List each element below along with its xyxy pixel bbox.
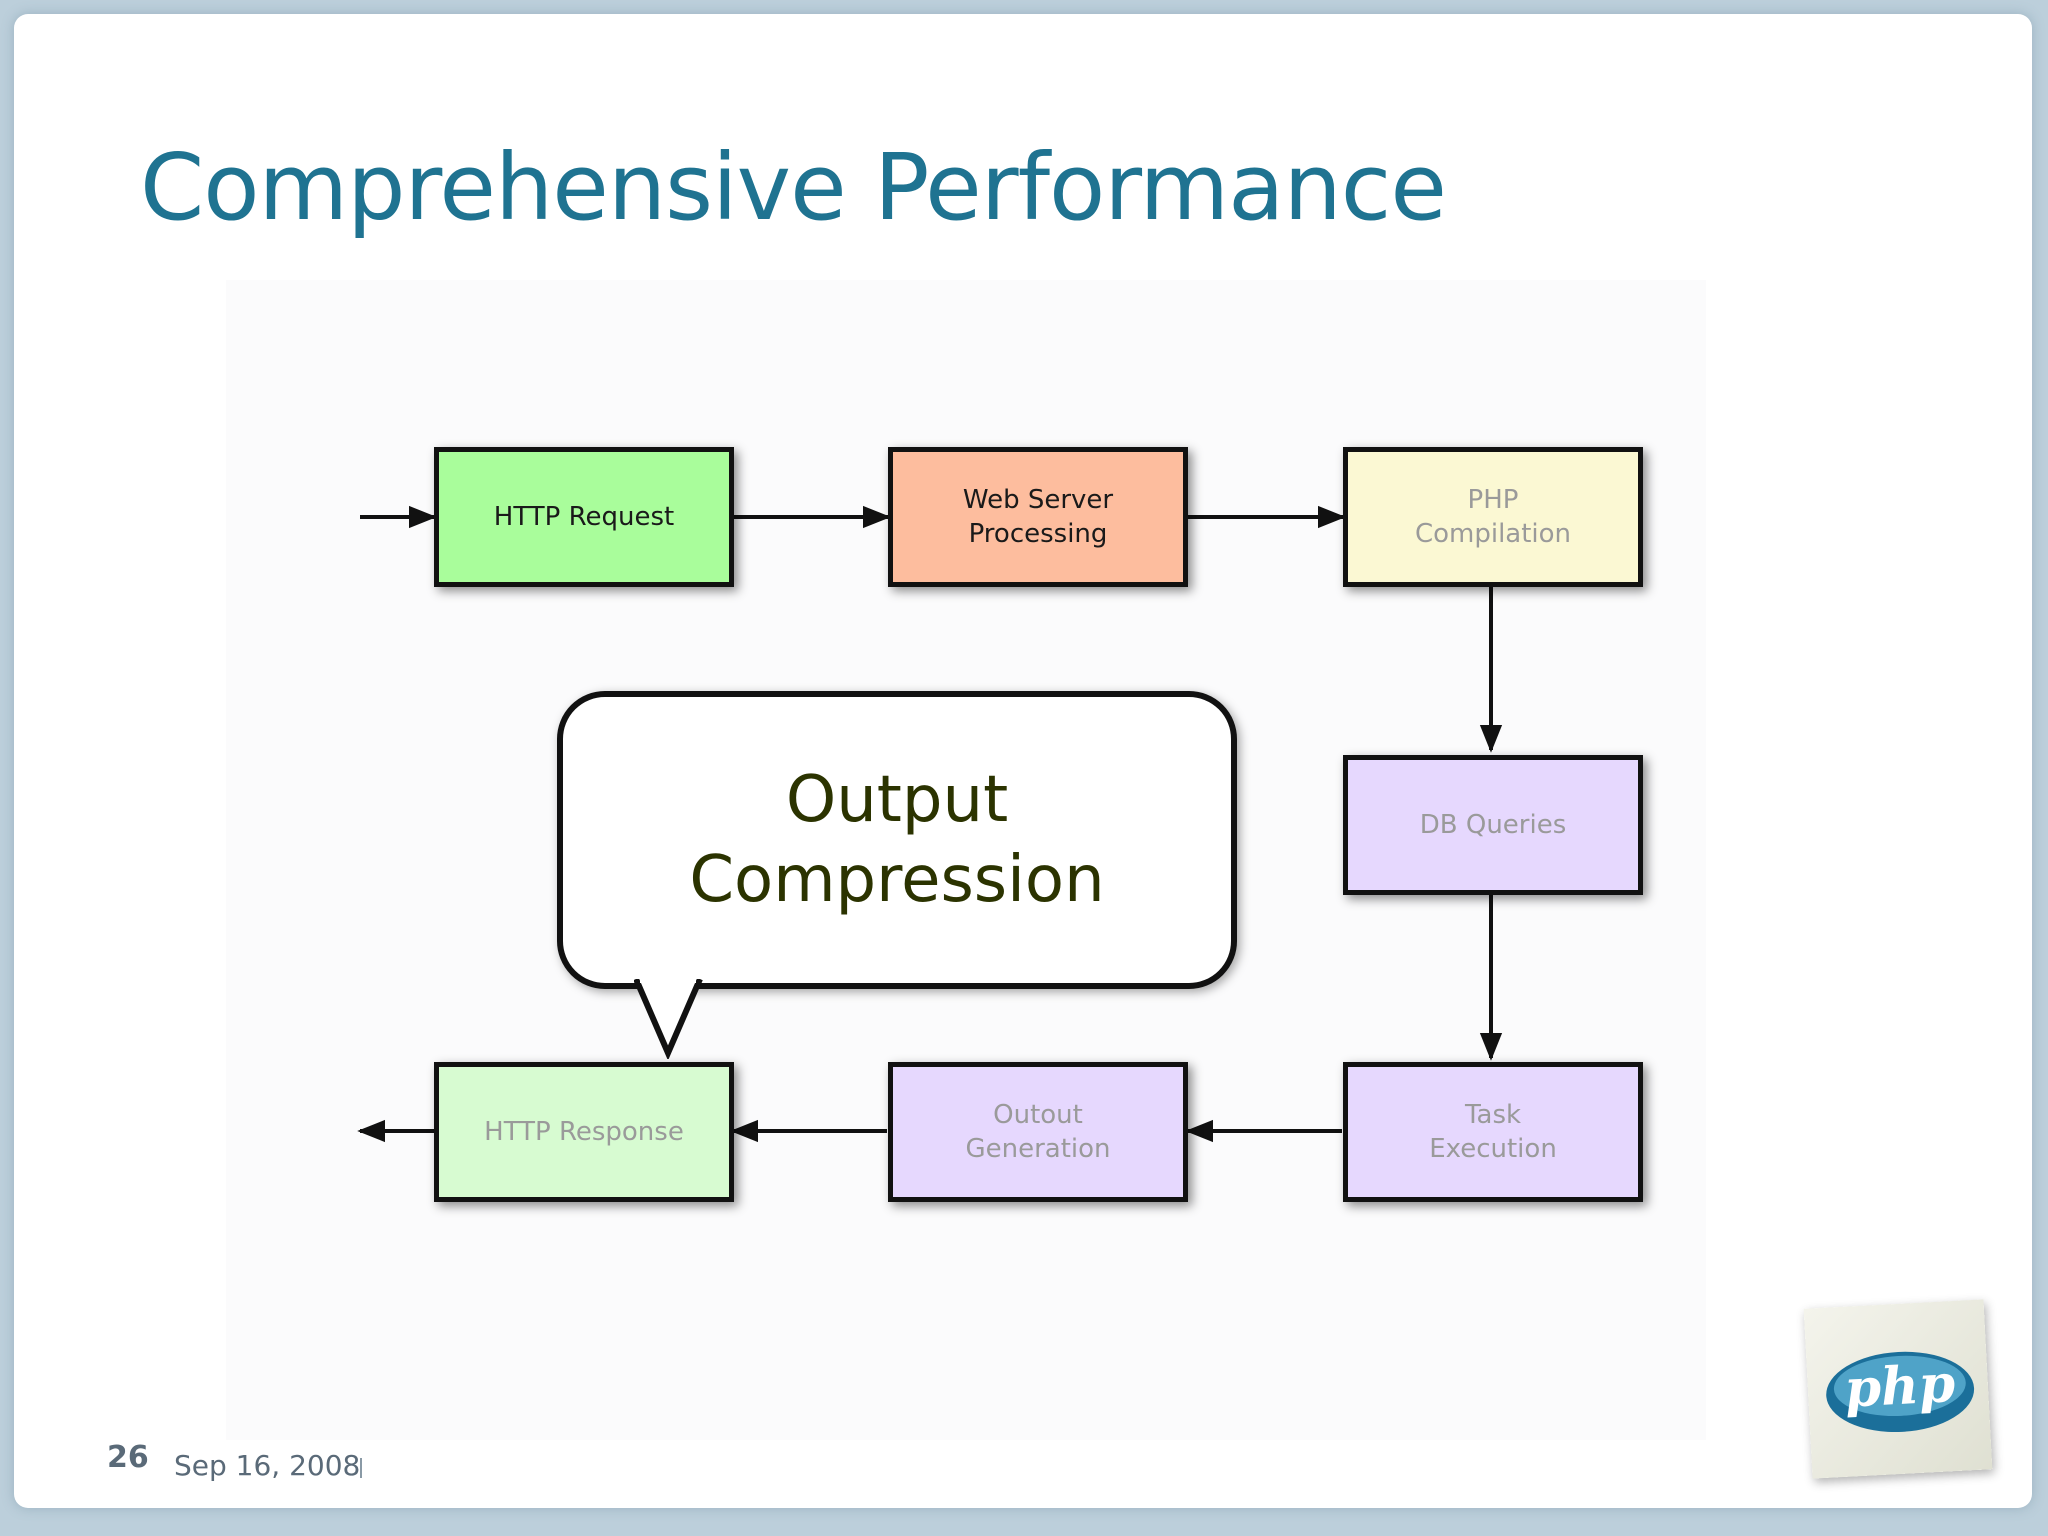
node-task-execution: Task Execution xyxy=(1343,1062,1643,1202)
node-http-response: HTTP Response xyxy=(434,1062,734,1202)
callout-tail xyxy=(634,979,703,1059)
callout-text: Output Compression xyxy=(689,763,1105,917)
node-php-compilation-label: PHP Compilation xyxy=(1414,485,1572,549)
node-web-server-label: Web Server Processing xyxy=(962,485,1114,549)
php-logo-text: php xyxy=(1843,1353,1957,1420)
page-number: 26 xyxy=(107,1440,149,1475)
node-web-server: Web Server Processing xyxy=(888,447,1188,587)
node-http-request-label: HTTP Request xyxy=(493,502,675,532)
node-http-response-label: HTTP Response xyxy=(484,1117,684,1147)
footer-date: Sep 16, 2008 xyxy=(174,1449,361,1482)
slide: Comprehensive Performance HTTP Request W… xyxy=(14,14,2032,1508)
footer-divider xyxy=(360,1458,362,1478)
callout-bubble: Output Compression xyxy=(557,691,1237,989)
node-http-request: HTTP Request xyxy=(434,447,734,587)
node-db-queries: DB Queries xyxy=(1343,755,1643,895)
node-output-generation: Outout Generation xyxy=(888,1062,1188,1202)
node-output-generation-label: Outout Generation xyxy=(965,1100,1111,1164)
flow-arrows xyxy=(357,505,1503,1143)
node-php-compilation: PHP Compilation xyxy=(1343,447,1643,587)
php-logo-icon: php xyxy=(1803,1299,1993,1479)
node-task-execution-label: Task Execution xyxy=(1429,1100,1557,1164)
node-db-queries-label: DB Queries xyxy=(1419,810,1567,840)
slide-title: Comprehensive Performance xyxy=(140,134,1447,241)
